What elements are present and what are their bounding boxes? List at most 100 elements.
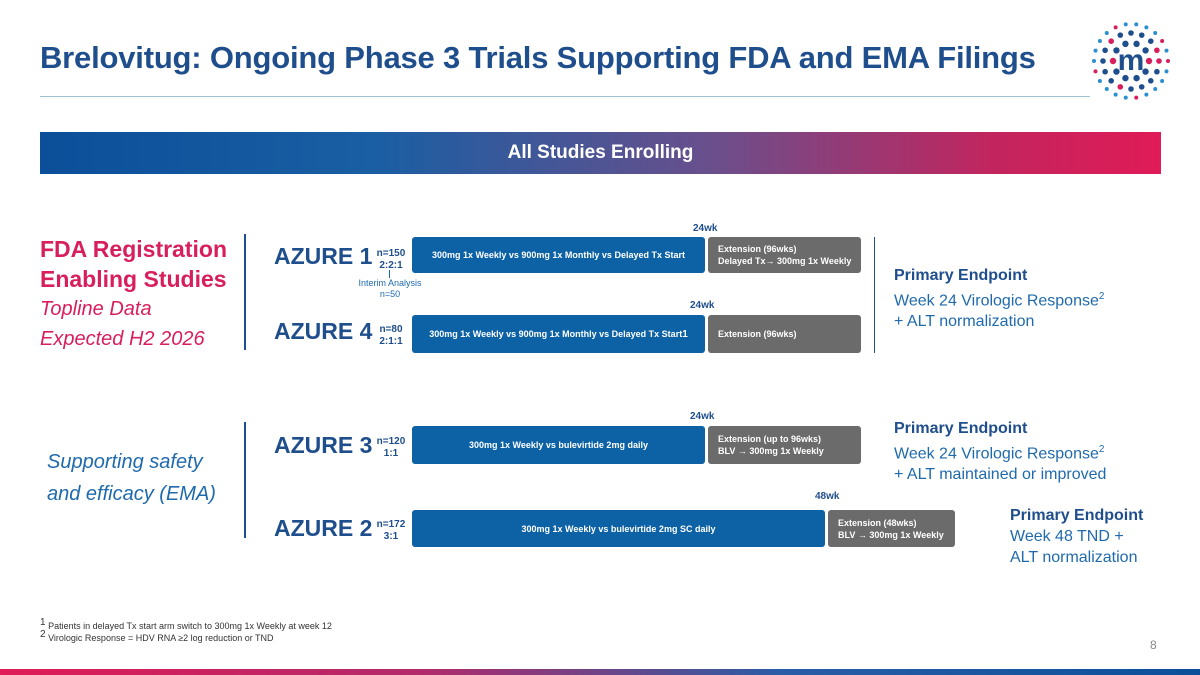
logo-dot: [1134, 95, 1139, 100]
interim-line2: n=50: [379, 289, 401, 299]
logo-dot: [1133, 74, 1140, 82]
logo-dot: [1093, 48, 1098, 53]
azure1-week-label: 24wk: [693, 223, 718, 234]
azure3-n-value: n=120: [376, 436, 406, 447]
azure3-endpoint-line1-text: Week 24 Virologic Response: [894, 445, 1099, 463]
logo-dot: [1097, 38, 1102, 43]
logo-dot: [1133, 40, 1140, 48]
azure3-arm-bar: 300mg 1x Weekly vs bulevirtide 2mg daily: [412, 426, 705, 464]
azure3-week-label: 24wk: [690, 411, 715, 422]
azure4-n: n=80 2:1:1: [371, 324, 411, 348]
azure1-name: AZURE 1: [274, 243, 373, 269]
logo-dot: [1153, 86, 1158, 91]
azure2-ext-line2: BLV → 300mg 1x Weekly: [838, 529, 944, 540]
azure4-arm-bar: 300mg 1x Weekly vs 900mg 1x Monthly vs D…: [412, 315, 705, 353]
footnote-2-number: 2: [40, 629, 46, 640]
azure3-ext-line1: Extension (up to 96wks): [718, 434, 822, 444]
azure2-primary-endpoint: Primary Endpoint Week 48 TND + ALT norma…: [1010, 505, 1143, 568]
fda-endpoint-footnote-ref: 2: [1098, 291, 1105, 302]
logo-dot: [1108, 38, 1115, 45]
ema-line1: Supporting safety: [47, 451, 203, 473]
azure1-ext-line2: Delayed Tx→ 300mg 1x Weekly: [718, 256, 852, 266]
fda-section-label: FDA Registration Enabling Studies Toplin…: [40, 234, 227, 354]
logo-dot: [1122, 40, 1129, 48]
interim-line1: Interim Analysis: [358, 278, 422, 288]
azure4-name: AZURE 4: [274, 318, 373, 344]
azure3-endpoint-title: Primary Endpoint: [894, 420, 1028, 437]
azure3-name: AZURE 3: [274, 432, 373, 458]
logo-dot: [1154, 68, 1160, 75]
logo-dot: [1142, 47, 1149, 54]
logo-dot: [1122, 74, 1129, 82]
azure2-ratio: 3:1: [383, 531, 399, 542]
fda-endpoint-divider: [874, 237, 875, 353]
logo-dot: [1104, 86, 1109, 91]
azure2-ext-line1: Extension (48wks): [838, 517, 917, 528]
logo-dot: [1123, 22, 1128, 27]
azure3-endpoint-line2: + ALT maintained or improved: [894, 466, 1107, 484]
azure3-primary-endpoint: Primary Endpoint Week 24 Virologic Respo…: [894, 418, 1106, 485]
azure4-ext-line1: Extension (96wks): [718, 329, 797, 339]
logo-dot: [1128, 86, 1134, 92]
logo-dot: [1138, 32, 1145, 38]
logo-dot: [1145, 57, 1153, 65]
page-title: Brelovitug: Ongoing Phase 3 Trials Suppo…: [40, 40, 1036, 75]
page-number: 8: [1150, 638, 1157, 652]
logo-dot: [1156, 58, 1162, 64]
logo-dot: [1147, 38, 1154, 45]
azure4-extension-bar: Extension (96wks): [708, 315, 861, 353]
footnote-1: 1 Patients in delayed Tx start arm switc…: [40, 617, 332, 631]
azure2-arm-bar: 300mg 1x Weekly vs bulevirtide 2mg SC da…: [412, 510, 825, 547]
interim-analysis-label: Interim Analysis n=50: [352, 258, 428, 300]
logo-dot: [1144, 25, 1149, 30]
azure4-week-label: 24wk: [690, 300, 715, 311]
logo-dot: [1138, 84, 1145, 90]
logo-dot: [1104, 31, 1109, 36]
azure3-endpoint-footnote-ref: 2: [1098, 444, 1105, 455]
fda-sub-line2: Expected H2 2026: [40, 328, 205, 350]
logo-dot: [1164, 69, 1169, 74]
azure2-extension-bar: Extension (48wks) BLV → 300mg 1x Weekly: [828, 510, 955, 547]
azure1-arm-bar: 300mg 1x Weekly vs 900mg 1x Monthly vs D…: [412, 237, 705, 273]
fda-divider: [244, 234, 246, 350]
fda-sub-line1: Topline Data: [40, 298, 152, 320]
azure2-endpoint-line1: Week 48 TND +: [1010, 528, 1124, 545]
company-logo-icon: m: [1090, 20, 1172, 102]
azure1-n-value: n=150: [376, 248, 406, 259]
logo-dot: [1142, 68, 1149, 75]
azure3-extension-bar: Extension (up to 96wks) BLV → 300mg 1x W…: [708, 426, 861, 464]
fda-endpoint-title: Primary Endpoint: [894, 267, 1028, 284]
azure3-ext-line2: BLV → 300mg 1x Weekly: [718, 446, 824, 456]
fda-endpoint-line1-text: Week 24 Virologic Response: [894, 292, 1099, 310]
fda-heading-line2: Enabling Studies: [40, 266, 227, 292]
logo-dot: [1117, 32, 1124, 38]
logo-dot: [1134, 22, 1139, 27]
logo-dot: [1093, 69, 1098, 74]
azure2-endpoint-line2: ALT normalization: [1010, 549, 1138, 566]
logo-dot: [1160, 79, 1165, 84]
title-divider: [40, 96, 1090, 97]
footnote-2: 2 Virologic Response = HDV RNA ≥2 log re…: [40, 629, 274, 643]
logo-dot: [1109, 57, 1117, 65]
azure1-n: n=150 2:2:1: [371, 248, 411, 272]
azure2-n: n=172 3:1: [371, 519, 411, 543]
azure4-ratio: 2:1:1: [379, 336, 403, 347]
fda-endpoint-line2: + ALT normalization: [894, 313, 1035, 331]
logo-dot: [1097, 79, 1102, 84]
logo-dot: [1153, 31, 1158, 36]
logo-dot: [1102, 47, 1108, 54]
logo-dot: [1144, 92, 1149, 97]
fda-endpoint-line1: Week 24 Virologic Response2: [894, 286, 1104, 311]
svg-text:m: m: [1118, 44, 1145, 77]
ema-divider: [244, 422, 246, 538]
status-banner: All Studies Enrolling: [40, 132, 1161, 174]
ema-section-label: Supporting safety and efficacy (EMA): [47, 446, 216, 510]
logo-dot: [1108, 77, 1115, 84]
azure4-arm-footnote-ref: 1: [682, 328, 688, 340]
interim-tick: [389, 270, 390, 278]
azure2-week-label: 48wk: [815, 491, 840, 502]
logo-dot: [1154, 47, 1160, 54]
fda-primary-endpoint: Primary Endpoint Week 24 Virologic Respo…: [894, 265, 1104, 332]
logo-dot: [1100, 58, 1106, 64]
logo-dot: [1164, 48, 1169, 53]
